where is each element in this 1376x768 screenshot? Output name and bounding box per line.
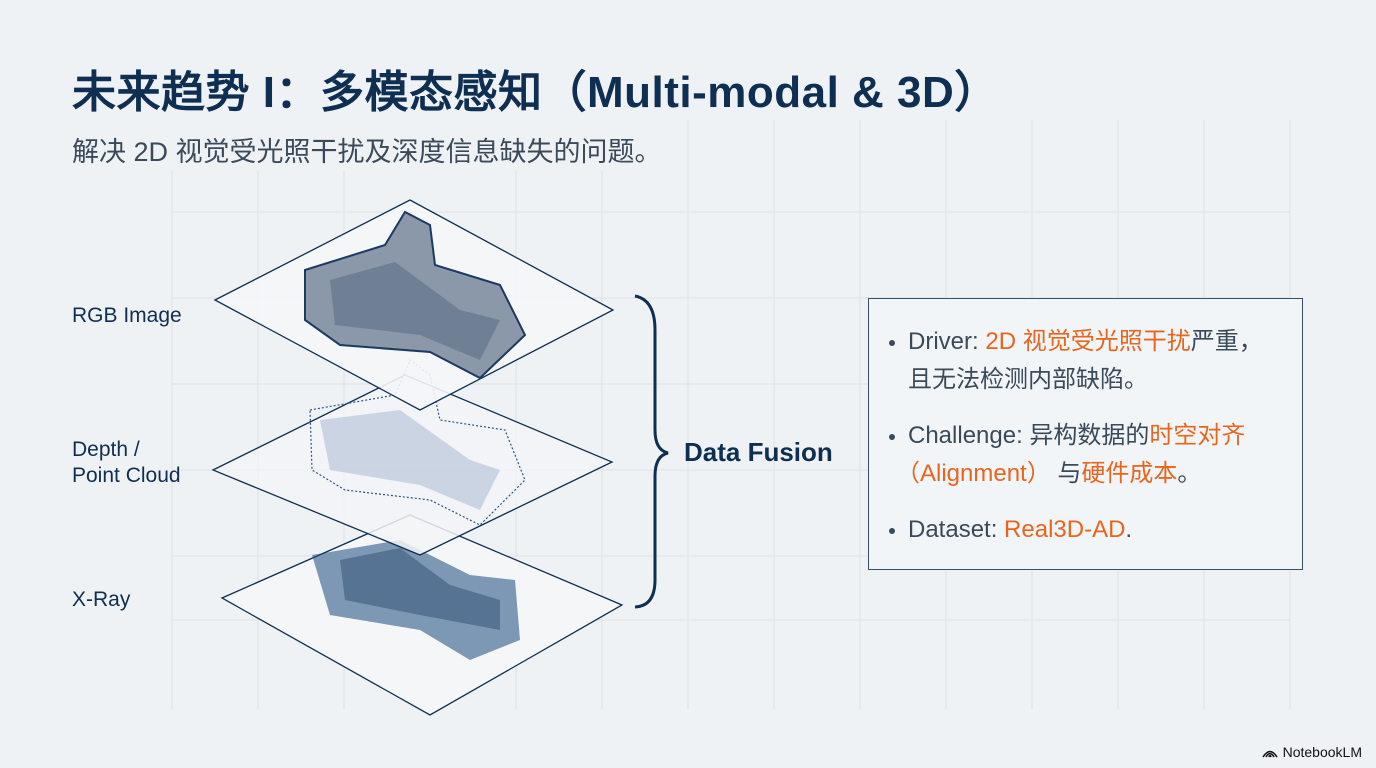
bullet-key: Dataset: bbox=[908, 516, 1005, 543]
bullet-challenge: Challenge: 异构数据的时空对齐 （Alignment） 与硬件成本。 bbox=[889, 417, 1289, 493]
bullet-dot bbox=[889, 433, 895, 440]
bullet-dot bbox=[889, 339, 895, 346]
xray-layer bbox=[220, 514, 624, 716]
info-box: Driver: 2D 视觉受光照干扰严重， 且无法检测内部缺陷。 Challen… bbox=[868, 298, 1303, 570]
highlight: （Alignment） bbox=[896, 460, 1051, 487]
bullet-text: 与 bbox=[1057, 460, 1082, 487]
highlight: 硬件成本 bbox=[1081, 460, 1178, 487]
bullet-line2: （Alignment） 与硬件成本。 bbox=[889, 455, 1289, 493]
highlight: 时空对齐 bbox=[1149, 422, 1246, 449]
data-fusion-label: Data Fusion bbox=[684, 437, 833, 467]
bullet-key: Driver: bbox=[908, 328, 986, 355]
notebooklm-logo-icon bbox=[1261, 750, 1278, 758]
bullet-key: Challenge: bbox=[908, 422, 1030, 449]
page-subtitle: 解决 2D 视觉受光照干扰及深度信息缺失的问题。 bbox=[72, 137, 662, 167]
layer-label-xray: X-Ray bbox=[72, 588, 131, 611]
highlight: Real3D-AD bbox=[1004, 516, 1126, 543]
layer-label-depth: Depth / Point Cloud bbox=[72, 437, 181, 489]
bullet-text: 异构数据的 bbox=[1029, 422, 1150, 449]
layer-label-depth-line1: Depth / bbox=[72, 438, 140, 461]
page-title: 未来趋势 I：多模态感知（Multi-modal & 3D） bbox=[72, 68, 999, 117]
bullet-dataset: Dataset: Real3D-AD. bbox=[889, 511, 1289, 549]
bullet-text: 且无法检测内部缺陷。 bbox=[908, 366, 1148, 393]
brand-watermark: NotebookLM bbox=[1261, 744, 1362, 760]
curly-brace bbox=[634, 294, 669, 609]
bullet-text: 。 bbox=[1177, 460, 1202, 487]
bullet-driver: Driver: 2D 视觉受光照干扰严重， 且无法检测内部缺陷。 bbox=[889, 323, 1289, 399]
brand-name: NotebookLM bbox=[1282, 744, 1362, 760]
highlight: 2D 视觉受光照干扰 bbox=[985, 328, 1191, 355]
depth-layer bbox=[211, 359, 614, 556]
rgb-layer bbox=[213, 199, 615, 411]
bullet-text: . bbox=[1125, 516, 1133, 543]
layer-label-depth-line2: Point Cloud bbox=[72, 464, 181, 487]
layer-label-rgb: RGB Image bbox=[72, 304, 182, 327]
bullet-text: 严重， bbox=[1190, 328, 1263, 355]
bullet-dot bbox=[889, 527, 895, 534]
